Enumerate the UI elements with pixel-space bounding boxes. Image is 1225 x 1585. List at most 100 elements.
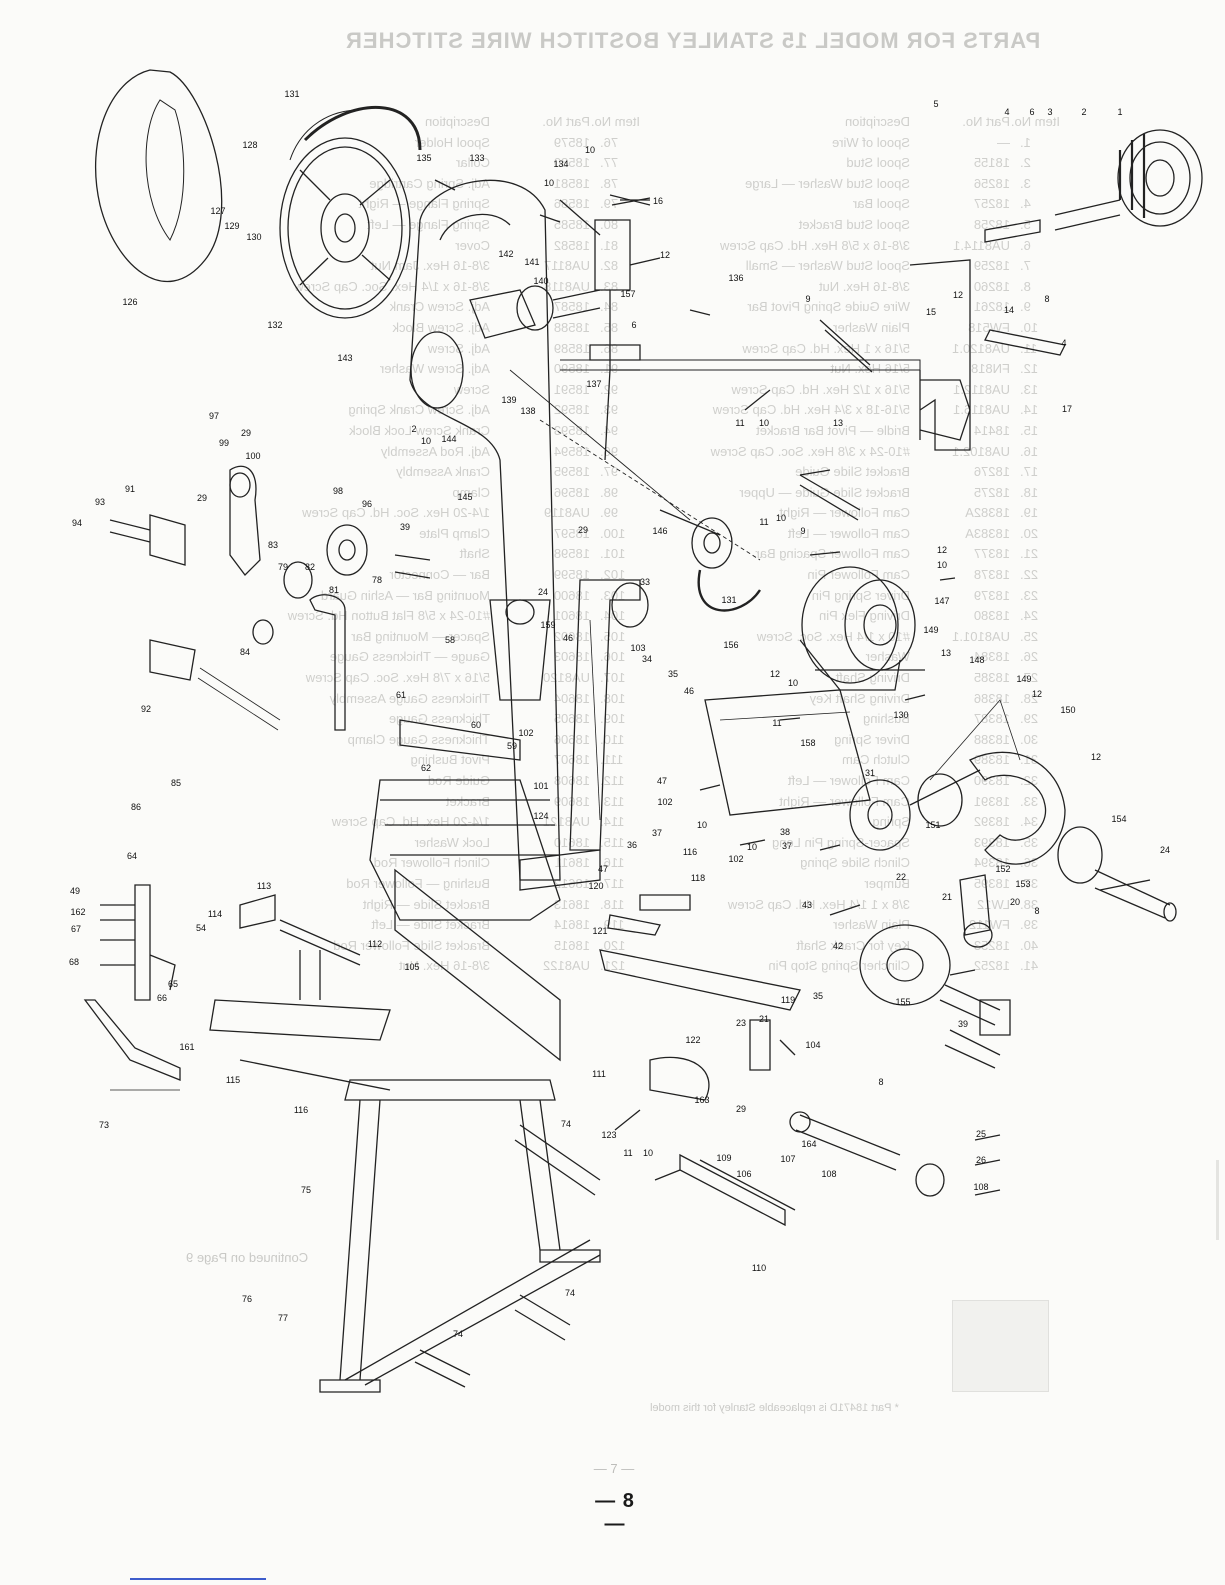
callout-136: 136 [728,273,743,283]
callout-74: 74 [453,1329,463,1339]
callout-124: 124 [533,811,548,821]
callout-12: 12 [770,669,780,679]
ghost-stamp [952,1300,1049,1392]
callout-46: 46 [563,633,573,643]
callout-39: 39 [958,1019,968,1029]
callout-10: 10 [544,178,554,188]
callout-140: 140 [533,276,548,286]
callout-77: 77 [278,1313,288,1323]
callout-92: 92 [141,704,151,714]
mirrored-page-number: — 7 — [593,1461,635,1476]
callout-8: 8 [878,1077,883,1087]
page-edge [1216,1160,1219,1240]
callout-35: 35 [813,991,823,1001]
callout-131: 131 [284,89,299,99]
callout-22: 22 [896,872,906,882]
callout-4: 4 [1061,338,1066,348]
callout-34: 34 [642,654,652,664]
callout-126: 126 [122,297,137,307]
callout-103: 103 [630,643,645,653]
callout-62: 62 [421,763,431,773]
callout-10: 10 [937,560,947,570]
callout-9: 9 [800,526,805,536]
callout-61: 61 [396,690,406,700]
callout-74: 74 [565,1288,575,1298]
wire-spool [1117,129,1203,227]
callout-5: 5 [933,99,938,109]
stand-legs [339,1099,561,1381]
page-number: — 8 — [595,1490,635,1535]
callout-131: 131 [721,595,736,605]
callout-118: 118 [691,873,705,883]
callout-11: 11 [759,517,768,527]
callout-157: 157 [620,289,635,299]
callout-154: 154 [1111,814,1126,824]
callout-14: 14 [1004,305,1014,315]
callout-73: 73 [99,1120,109,1130]
callout-134: 134 [553,159,568,169]
callout-143: 143 [337,353,352,363]
callout-6: 6 [1029,107,1034,117]
callout-86: 86 [131,802,141,812]
callout-119: 119 [781,995,795,1005]
callout-84: 84 [240,647,250,657]
callout-129: 129 [224,221,239,231]
callout-158: 158 [800,738,815,748]
callout-54: 54 [196,923,206,933]
callout-111: 111 [592,1069,606,1079]
callout-46: 46 [684,686,694,696]
callout-12: 12 [660,250,670,260]
callout-16: 16 [653,196,663,206]
callout-12: 12 [937,545,947,555]
callout-49: 49 [70,886,80,896]
callout-156: 156 [723,640,738,650]
callout-114: 114 [208,909,222,919]
callout-145: 145 [457,492,472,502]
callout-133: 133 [469,153,484,163]
motor [801,566,899,684]
callout-135: 135 [416,153,431,163]
callout-116: 116 [294,1105,308,1115]
callout-148: 148 [969,655,984,665]
callout-67: 67 [71,924,81,934]
callout-13: 13 [941,648,951,658]
callout-12: 12 [1032,689,1042,699]
callout-33: 33 [640,577,650,587]
callout-93: 93 [95,497,105,507]
callout-108: 108 [973,1182,988,1192]
belt-guard-slot [145,99,185,241]
callout-3: 3 [1047,107,1052,117]
callout-130: 130 [893,710,908,720]
callout-153: 153 [1015,879,1030,889]
callout-47: 47 [598,864,608,874]
belt [303,106,422,151]
callout-21: 21 [759,1014,769,1024]
callout-139: 139 [501,395,516,405]
callout-36: 36 [627,840,637,850]
callout-82: 82 [305,562,315,572]
callout-91: 91 [125,484,135,494]
callout-115: 115 [226,1075,240,1085]
callout-128: 128 [242,140,257,150]
callout-42: 42 [833,941,843,951]
callout-64: 64 [127,851,137,861]
callout-97: 97 [209,411,219,421]
callout-100: 100 [245,451,260,461]
callout-60: 60 [471,720,481,730]
callout-161: 161 [179,1042,194,1052]
callout-4: 4 [1004,107,1009,117]
callout-147: 147 [934,596,949,606]
callout-10: 10 [747,842,757,852]
callout-141: 141 [524,257,539,267]
callout-120: 120 [588,881,603,891]
callout-81: 81 [329,585,339,595]
callout-15: 15 [926,307,936,317]
callout-13: 13 [833,418,843,428]
callout-10: 10 [643,1148,653,1158]
callout-137: 137 [586,379,601,389]
callout-23: 23 [736,1018,746,1028]
callout-20: 20 [1010,897,1020,907]
callout-47: 47 [657,776,667,786]
